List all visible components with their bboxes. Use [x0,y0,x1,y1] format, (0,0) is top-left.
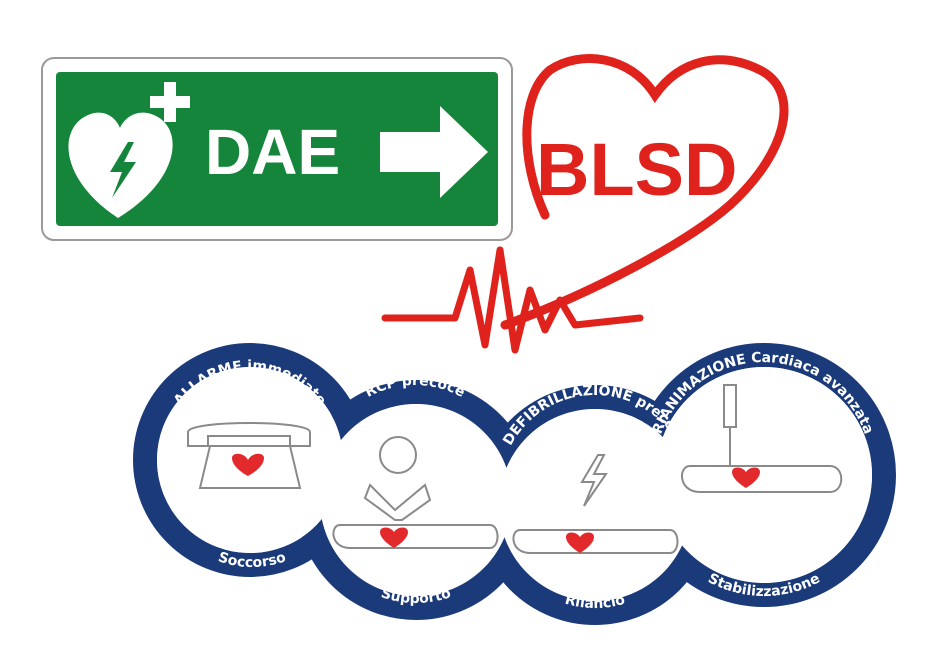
heartbeat-line-icon [381,246,644,354]
ring-3-bottom-label: Rilancio [563,592,627,612]
defibrillation-bolt-icon [512,454,679,554]
chain-of-survival: ALLARME immediato Soccorso RCP precoce S… [133,343,896,625]
bolt-icon [110,142,136,198]
arrow-right-icon [380,106,488,198]
svg-text:Soccorso: Soccorso [216,549,288,571]
heart-icon [566,532,594,553]
svg-text:Supporto: Supporto [379,585,453,607]
plus-icon [150,82,190,122]
dae-label: DAE [205,116,340,188]
ring-2-bottom-label: Supporto [379,585,453,607]
heart-icon [232,453,264,476]
dae-sign: DAE [41,57,513,241]
heart-icon [732,467,760,488]
heart-bolt-plus-icon [68,82,190,218]
ring-1-bottom-label: Soccorso [216,549,288,571]
telephone-icon [187,422,311,489]
heart-outline-icon [500,54,789,330]
svg-text:Rilancio: Rilancio [563,592,627,612]
cpr-rescuer-icon [332,436,499,549]
heart-icon [380,527,408,548]
iv-drip-patient-icon [681,384,843,493]
blsd-label: BLSD [536,128,737,211]
blsd-logo: BLSD [381,54,789,354]
